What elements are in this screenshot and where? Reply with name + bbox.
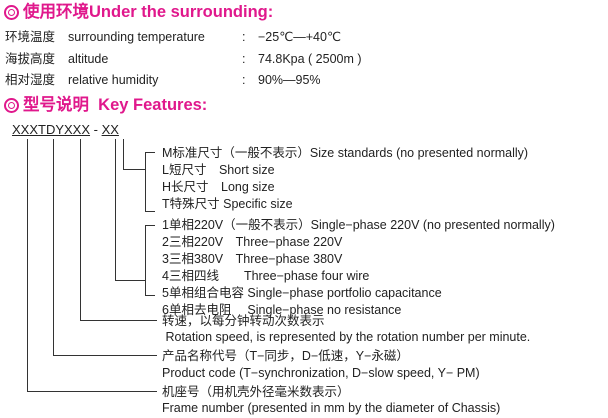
size-option: H长尺寸 Long size (162, 180, 275, 194)
code-product: TDY (38, 122, 65, 137)
rotation-cn: 转速，以每分钟转动次数表示 (162, 314, 325, 328)
env-row-en: altitude (68, 52, 109, 66)
connector-phase (115, 139, 146, 281)
env-row-sep: : (242, 30, 246, 44)
code-speed: XXX (64, 122, 91, 137)
size-option: T特殊尺寸 Specific size (162, 197, 293, 211)
connector-frame (27, 139, 157, 392)
model-code: XXXTDYXXX - XX (12, 123, 119, 137)
size-option: M标准尺寸（一般不表示）Size standards (no presented… (162, 146, 529, 160)
env-row-sep: : (242, 73, 246, 87)
env-row-cn: 环境温度 (5, 30, 56, 44)
phase-option: 2三相220V Three−phase 220V (162, 235, 343, 249)
phase-option: 6单相去电阻 Single−phase no resistance (162, 303, 402, 317)
size-option: L短尺寸 Short size (162, 163, 275, 177)
rotation-en: Rotation speed, is represented by the ro… (162, 330, 531, 344)
env-row-cn: 海拔高度 (5, 52, 56, 66)
phase-option: 3三相380V Three−phase 380V (162, 252, 343, 266)
double-circle-icon (4, 5, 19, 20)
phase-option: 5单相组合电容 Single−phase portfolio capacitan… (162, 286, 442, 300)
phase-option: 1单相220V（一般不表示）Single−phase 220V (no pres… (162, 218, 555, 232)
env-row-value: 90%—95% (258, 73, 321, 87)
env-row-en: relative humidity (68, 73, 159, 87)
features-heading-cn: 型号说明 (23, 96, 89, 114)
product-en: Product code (T−synchronization, D−slow … (162, 366, 480, 380)
env-row-cn: 相对湿度 (5, 73, 56, 87)
environment-heading: 使用环境Under the surrounding: (4, 2, 273, 22)
phase-option: 4三相四线 Three−phase four wire (162, 269, 370, 283)
connector-product (53, 139, 157, 356)
environment-heading-text: 使用环境Under the surrounding: (23, 3, 274, 21)
code-variant: XX (101, 122, 119, 137)
env-row-value: −25℃—+40℃ (258, 30, 341, 44)
env-row-en: surrounding temperature (68, 30, 205, 44)
bracket-size (145, 152, 155, 212)
code-dash: - (90, 122, 102, 137)
connector-rotation (80, 139, 157, 321)
bracket-phase (145, 225, 155, 296)
features-heading-en: Key Features: (98, 96, 208, 114)
frame-en: Frame number (presented in mm by the dia… (162, 401, 501, 415)
frame-cn: 机座号（用机壳外径毫米数表示） (162, 385, 350, 399)
double-circle-icon (4, 98, 19, 113)
code-frame: XXX (12, 122, 39, 137)
env-row-value: 74.8Kpa ( 2500m ) (258, 52, 362, 66)
product-cn: 产品名称代号（T−同步，D−低速，Y−永磁） (162, 349, 409, 363)
env-row-sep: : (242, 52, 246, 66)
features-heading: 型号说明 Key Features: (4, 95, 207, 115)
connector-size (123, 139, 146, 170)
